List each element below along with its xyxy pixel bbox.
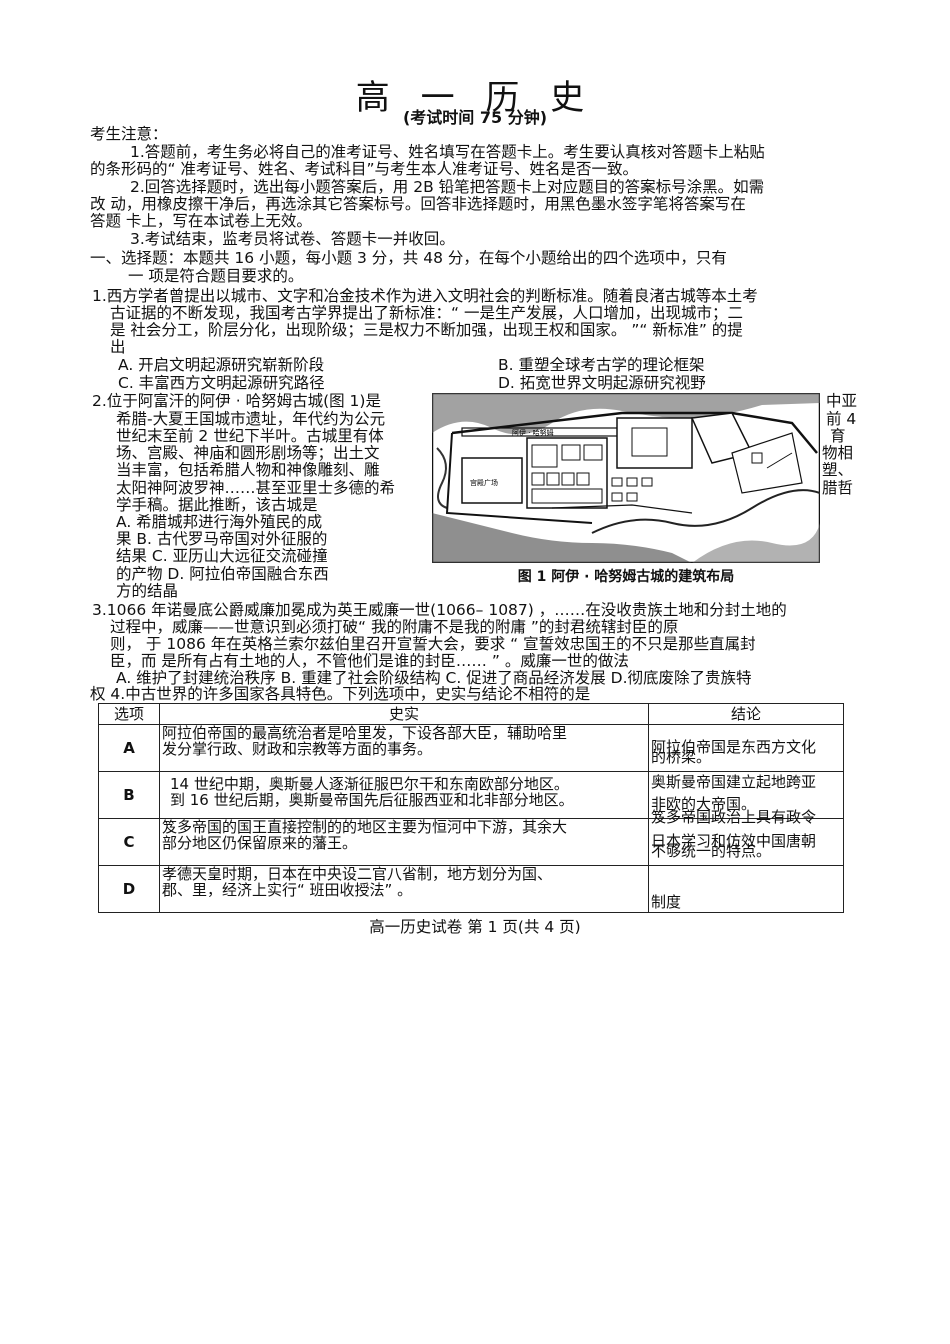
q2-stem-1: 2.位于阿富汗的阿伊 · 哈努姆古城(图 1)是 (92, 392, 381, 410)
q2-right-2: 前 4 (826, 410, 857, 428)
q1-stem-3: 是 社会分工，阶层分化，出现阶级；三是权力不断加强，出现王权和国家。 ”“ 新标… (110, 321, 743, 339)
table-row: D 孝德天皇时期，日本在中央设二官八省制，地方划分为国、 郡、里，经济上实行“ … (98, 865, 844, 913)
q3-options: A. 维护了封建统治秩序 B. 重建了社会阶级结构 C. 促进了商品经济发展 D… (116, 669, 752, 687)
fact-line: 发分掌行政、财政和宗教等方面的事务。 (162, 740, 433, 759)
conclusion-line: 不够统一的特点。 (651, 842, 772, 861)
q3-stem-2: 过程中，威廉——世意识到必须打破“ 我的附庸不是我的附庸 ”的封君统辖封臣的原 (110, 618, 679, 636)
exam-duration: (考试时间 75 分钟) (402, 108, 548, 127)
fact-line: 笈多帝国的国王直接控制的的地区主要为恒河中下游，其余大 (162, 818, 568, 837)
q4-table: 选项 史实 结论 A 阿拉伯帝国的最高统治者是哈里发，下设各部大臣，辅助哈里 发… (98, 702, 844, 913)
q2-right-6: 腊哲 (822, 479, 854, 497)
conclusion-line: 的桥梁。 (651, 748, 712, 767)
fact-line: 14 世纪中期，奥斯曼人逐渐征服巴尔干和东南欧部分地区。 (170, 775, 569, 794)
table-row: C 笈多帝国的国王直接控制的的地区主要为恒河中下游，其余大 部分地区仍保留原来的… (98, 809, 844, 867)
conclusion-line: 笈多帝国政治上具有政令 (651, 808, 817, 827)
q1-option-b: B. 重塑全球考古学的理论框架 (498, 356, 705, 374)
page-footer: 高一历史试卷 第 1 页(共 4 页) (369, 918, 581, 936)
fact-line: 孝德天皇时期，日本在中央设二官八省制，地方划分为国、 (162, 865, 553, 884)
fact-line: 部分地区仍保留原来的藩王。 (162, 834, 358, 853)
row-conclusion: 笈多帝国政治上具有政令 日本学习和仿效中国唐朝 不够统一的特点。 (648, 809, 844, 867)
map-label-palace: 宫殿广场 (470, 478, 498, 487)
q2-option-d-cont: 方的结晶 (116, 582, 179, 600)
q2-option-c: 结果 C. 亚历山大远征交流碰撞 (116, 547, 328, 565)
q2-stem-3: 世纪末至前 2 世纪下半叶。古城里有体 (116, 427, 384, 445)
row-conclusion: 制度 (648, 865, 844, 913)
q2-option-d: 的产物 D. 阿拉伯帝国融合东西 (116, 565, 329, 583)
map-label-street: 阿伊 · 哈努姆 (512, 428, 554, 437)
row-fact: 14 世纪中期，奥斯曼人逐渐征服巴尔干和东南欧部分地区。 到 16 世纪后期，奥… (159, 771, 649, 820)
section-heading: 一、选择题：本题共 16 小题，每小题 3 分，共 48 分，在每个小题给出的四… (90, 249, 727, 267)
q2-stem-7: 学手稿。据此推断，该古城是 (116, 496, 318, 514)
q1-stem-2: 古证据的不断发现，我国考古学界提出了新标准：“ 一是生产发展，人口增加，出现城市… (110, 304, 743, 322)
q1-option-c: C. 丰富西方文明起源研究路径 (118, 374, 325, 392)
notice-heading: 考生注意： (90, 125, 168, 143)
row-label: A (98, 724, 160, 773)
q1-option-a: A. 开启文明起源研究崭新阶段 (118, 356, 325, 374)
section-heading-cont: 一 项是符合题目要求的。 (128, 267, 304, 285)
q1-stem-1: 1.西方学者曾提出以城市、文字和冶金技术作为进入文明社会的判断标准。随着良渚古城… (92, 287, 758, 305)
q3-stem-1: 3.1066 年诺曼底公爵威廉加冕成为英王威廉一世(1066– 1087) ，…… (92, 601, 787, 619)
q2-right-1: 中亚 (826, 392, 858, 410)
city-layout-map: 阿伊 · 哈努姆 宫殿广场 (432, 393, 820, 563)
fact-line: 到 16 世纪后期，奥斯曼帝国先后征服西亚和北非部分地区。 (170, 791, 574, 810)
conclusion-line: 日本学习和仿效中国唐朝 (651, 832, 817, 851)
page-title: 高 一 历 史 (355, 78, 595, 118)
q2-stem-5: 当丰富，包括希腊人物和神像雕刻、雕 (116, 461, 380, 479)
q2-stem-4: 场、宫殿、神庙和圆形剧场等；出土文 (116, 444, 380, 462)
notice-line-5: 答题 卡上，写在本试卷上无效。 (90, 212, 312, 230)
notice-line-6: 3.考试结束，监考员将试卷、答题卡一并收回。 (130, 230, 455, 248)
q2-option-b: 果 B. 古代罗马帝国对外征服的 (116, 530, 328, 548)
notice-line-1: 1.答题前，考生务必将自己的准考证号、姓名填写在答题卡上。考生要认真核对答题卡上… (130, 143, 765, 161)
notice-line-4: 改 动，用橡皮擦干净后，再选涂其它答案标号。回答非选择题时，用黑色墨水签字笔将答… (90, 195, 746, 213)
row-label: C (98, 818, 160, 867)
conclusion-line: 奥斯曼帝国建立起地跨亚 (651, 773, 817, 792)
q2-stem-2: 希腊-大夏王国城市遗址，年代约为公元 (116, 410, 386, 428)
notice-line-2: 的条形码的“ 准考证号、姓名、考试科目”与考生本人准考证号、姓名是否一致。 (90, 160, 638, 178)
table-row: A 阿拉伯帝国的最高统治者是哈里发，下设各部大臣，辅助哈里 发分掌行政、财政和宗… (98, 724, 844, 773)
figure-caption: 图 1 阿伊 · 哈努姆古城的建筑布局 (517, 569, 735, 585)
q2-right-5: 塑、 (822, 461, 854, 479)
q2-right-3: 育 (830, 427, 846, 445)
row-label: B (98, 771, 160, 820)
q3-stem-3: 则， 于 1086 年在英格兰索尔兹伯里召开宣誓大会，要求 “ 宣誓效忠国王的不… (110, 635, 756, 653)
q3-q4-stem: 权 4.中古世界的许多国家各具特色。下列选项中，史实与结论不相符的是 (90, 685, 591, 703)
q2-right-4: 物相 (822, 444, 854, 462)
fact-line: 郡、里，经济上实行“ 班田收授法” 。 (162, 881, 413, 900)
row-fact: 笈多帝国的国王直接控制的的地区主要为恒河中下游，其余大 部分地区仍保留原来的藩王… (159, 818, 649, 867)
header-fact: 史实 (159, 702, 649, 726)
q2-stem-6: 太阳神阿波罗神……甚至亚里士多德的希 (116, 479, 396, 497)
row-fact: 阿拉伯帝国的最高统治者是哈里发，下设各部大臣，辅助哈里 发分掌行政、财政和宗教等… (159, 724, 649, 773)
conclusion-line: 制度 (651, 893, 682, 911)
row-conclusion: 奥斯曼帝国建立起地跨亚 非欧的大帝国。 (648, 771, 844, 820)
conclusion-line: 阿拉伯帝国是东西方文化 (651, 738, 817, 757)
header-option: 选项 (98, 702, 160, 726)
header-conclusion: 结论 (648, 702, 844, 726)
notice-line-3: 2.回答选择题时，选出每小题答案后，用 2B 铅笔把答题卡上对应题目的答案标号涂… (130, 178, 765, 196)
row-fact: 孝德天皇时期，日本在中央设二官八省制，地方划分为国、 郡、里，经济上实行“ 班田… (159, 865, 649, 913)
q2-option-a: A. 希腊城邦进行海外殖民的成 (116, 513, 323, 531)
q3-stem-4: 臣，而 是所有占有土地的人，不管他们是谁的封臣…… ” 。威廉一世的做法 (110, 652, 629, 670)
table-header-row: 选项 史实 结论 (98, 702, 844, 726)
row-conclusion: 阿拉伯帝国是东西方文化 的桥梁。 (648, 724, 844, 773)
fact-line: 阿拉伯帝国的最高统治者是哈里发，下设各部大臣，辅助哈里 (162, 724, 568, 743)
row-label: D (98, 865, 160, 913)
q1-option-d: D. 拓宽世界文明起源研究视野 (498, 374, 706, 392)
q1-stem-4: 出 (110, 338, 126, 356)
conclusion-line: 非欧的大帝国。 (651, 795, 757, 814)
